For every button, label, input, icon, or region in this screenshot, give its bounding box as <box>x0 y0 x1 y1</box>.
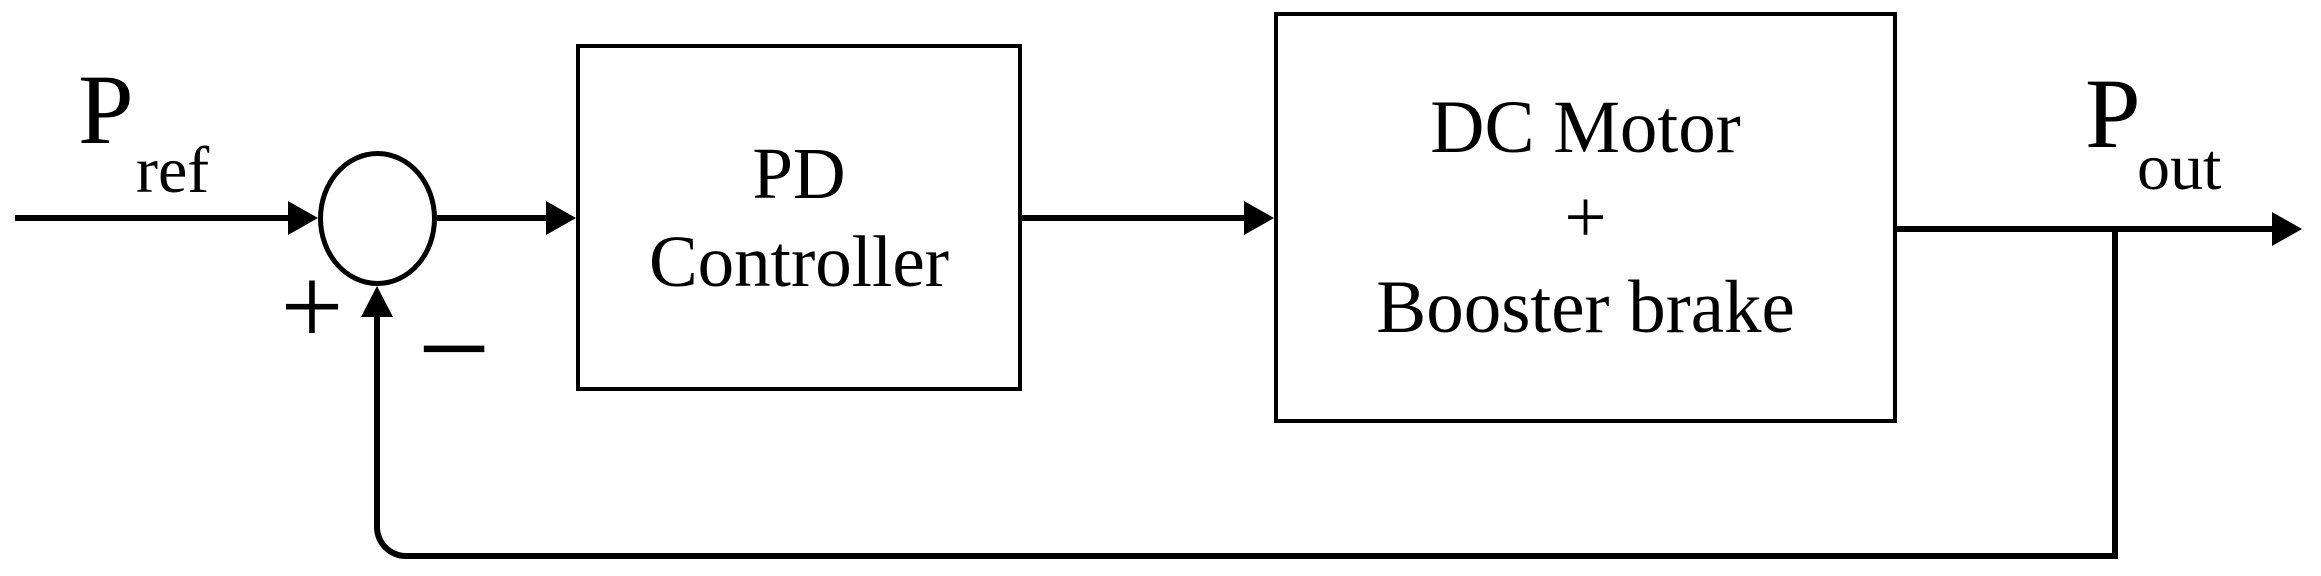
arrowhead-right-icon <box>546 201 576 235</box>
dc-motor-label-line1: DC Motor <box>1430 85 1741 169</box>
dc-motor-label-line3: Booster brake <box>1376 265 1795 349</box>
error-signal-line <box>437 215 546 221</box>
feedback-corner-line <box>374 314 454 559</box>
arrowhead-right-icon <box>288 201 318 235</box>
output-signal-line <box>1897 226 2272 232</box>
input-signal-label: P <box>78 54 134 165</box>
input-signal-subscript: ref <box>136 134 210 207</box>
output-signal-subscript: out <box>2137 131 2222 204</box>
pd-controller-block: PD Controller <box>576 44 1022 391</box>
dc-motor-label-line2: + <box>1564 175 1607 259</box>
summing-junction <box>318 151 437 286</box>
plus-sign: + <box>280 245 344 369</box>
dc-motor-block: DC Motor + Booster brake <box>1274 12 1897 423</box>
output-signal-label: P <box>2085 58 2141 169</box>
feedback-tap-line <box>2112 229 2118 559</box>
pd-controller-label-line1: PD <box>752 132 846 214</box>
pd-controller-label-line2: Controller <box>648 220 950 302</box>
input-signal-line <box>15 215 288 221</box>
control-signal-line <box>1022 215 1244 221</box>
arrowhead-right-icon <box>1244 201 1274 235</box>
minus-sign: − <box>417 277 491 421</box>
feedback-bottom-rail <box>420 553 2118 559</box>
arrowhead-right-icon <box>2272 212 2302 246</box>
arrowhead-up-icon <box>361 286 393 317</box>
